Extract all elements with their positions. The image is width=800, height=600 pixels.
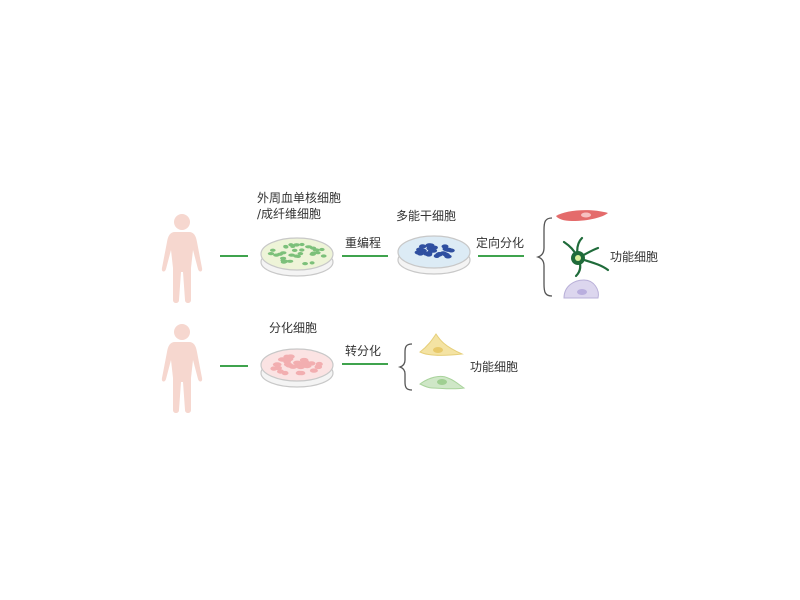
label-stem-cells: 多能干细胞 (396, 209, 457, 223)
label-functional-cells-row2: 功能细胞 (470, 360, 519, 374)
cell-dot (270, 248, 276, 252)
cell-dot (295, 254, 301, 258)
petri-dish-stem-cells (397, 235, 471, 275)
cell-dot (425, 243, 433, 248)
cell-dot (277, 369, 284, 374)
cell-dot (302, 262, 308, 266)
blood-cell-icon (563, 279, 599, 299)
cell-dot (314, 364, 323, 370)
label-directed-differentiation: 定向分化 (476, 236, 525, 250)
neuron-icon (562, 236, 610, 278)
cell-dot (293, 243, 300, 247)
label-transdifferentiation: 转分化 (345, 344, 382, 358)
cell-dot (302, 363, 312, 369)
cell-dot (416, 247, 424, 252)
cell-dot (299, 248, 305, 252)
cell-dot (288, 253, 296, 257)
bracket-row-1 (535, 217, 553, 297)
petri-dish-differentiated-cells (260, 348, 334, 388)
cell-dot (297, 252, 304, 256)
cell-dot (283, 354, 291, 359)
cell-dot (436, 252, 443, 256)
fibroblast-green-icon (419, 375, 466, 390)
human-figure-icon (161, 214, 203, 303)
cell-dot (286, 259, 294, 263)
fibroblast-yellow-icon (419, 333, 464, 356)
cell-dot (315, 251, 321, 255)
label-differentiated-cells: 分化细胞 (269, 321, 318, 335)
cell-dot (272, 362, 282, 367)
cell-dot (320, 254, 327, 258)
cell-dot (309, 252, 316, 256)
human-figure-icon (161, 324, 203, 413)
cell-dot (280, 251, 287, 255)
cell-dot (283, 244, 288, 249)
cell-dot (309, 261, 315, 265)
label-source-cells-line1: 外周血单核细胞 (257, 191, 342, 205)
cell-dot (291, 248, 298, 252)
cell-dot (305, 245, 313, 249)
bracket-row-2 (397, 343, 413, 391)
cell-dot (444, 247, 453, 252)
cell-dot (267, 252, 275, 256)
cell-dot (300, 359, 310, 364)
cell-dot (417, 251, 424, 256)
label-reprogramming: 重编程 (345, 236, 382, 250)
cell-dot (312, 248, 320, 252)
cell-dot (299, 242, 305, 247)
cell-dot (288, 364, 298, 369)
cell-dot (273, 253, 280, 257)
cell-dot (431, 245, 438, 250)
cell-dot (280, 260, 287, 264)
cell-dot (274, 365, 282, 371)
cell-dot (297, 370, 306, 376)
petri-dish-source-cells (260, 237, 334, 277)
cell-dot (319, 247, 325, 252)
cell-dot (309, 368, 318, 373)
label-functional-cells-row1: 功能细胞 (610, 250, 659, 264)
label-source-cells-line2: /成纤维细胞 (257, 207, 322, 221)
cell-dot (426, 250, 433, 255)
cardiomyocyte-icon (556, 210, 608, 221)
